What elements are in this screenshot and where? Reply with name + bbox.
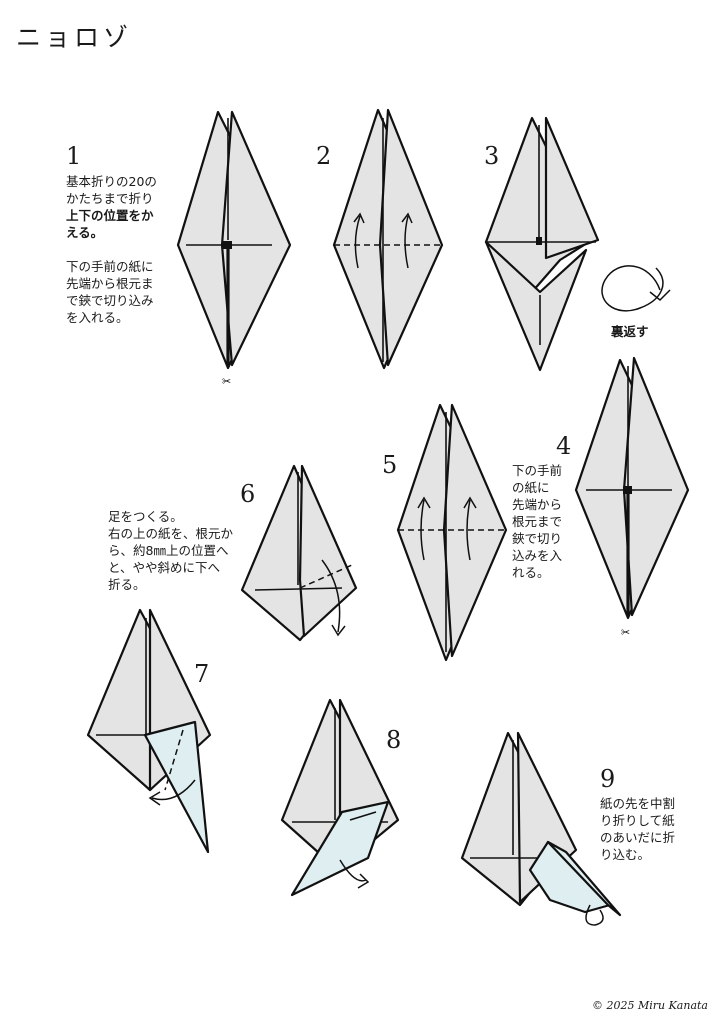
step4-line: 根元まで (512, 514, 563, 529)
step4-line: 下の手前 (512, 463, 563, 478)
step-number-7: 7 (194, 660, 210, 688)
step2-figure (332, 108, 444, 370)
svg-text:✂: ✂ (222, 375, 231, 388)
step1-instruction: 基本折りの20の かたちまで折り 上下の位置をか える。 下の手前の紙に 先端か… (66, 173, 157, 326)
step6-figure (240, 464, 358, 642)
copyright: © 2025 Miru Kanata (591, 999, 708, 1012)
step9-line: り込む。 (600, 847, 651, 862)
step7-figure (86, 608, 212, 854)
svg-text:✂: ✂ (621, 626, 630, 639)
step-number-5: 5 (382, 451, 398, 479)
step-number-1: 1 (66, 142, 82, 170)
step8-figure (280, 698, 400, 897)
step5-figure (396, 403, 508, 662)
step9-line: 紙の先を中割 (600, 796, 676, 811)
step1-line: で鋏で切り込み (66, 293, 154, 308)
step4-figure: ✂ (574, 356, 690, 639)
step-number-3: 3 (484, 142, 500, 170)
step6-line: 足をつくる。 (108, 509, 183, 524)
step6-line: と、やや斜めに下へ (108, 560, 221, 575)
step1-line: 基本折りの20の (66, 174, 157, 189)
step4-line: 込みを入 (512, 548, 563, 563)
step1-line: かたちまで折り (66, 191, 154, 206)
step1-line: 下の手前の紙に (66, 259, 154, 274)
step1-bold-line: 上下の位置をか (66, 208, 154, 223)
step9-instruction: 紙の先を中割 り折りして紙 のあいだに折 り込む。 (600, 795, 675, 863)
step4-line: 鋏で切り (512, 531, 563, 546)
step-number-6: 6 (240, 480, 256, 508)
flip-label: 裏返す (611, 324, 649, 339)
step-number-2: 2 (316, 142, 332, 170)
step6-line: 折る。 (108, 577, 146, 592)
step4-line: 先端から (512, 497, 563, 512)
flip-arrow-icon (601, 265, 671, 312)
page-title: ニョロゾ (16, 23, 133, 52)
step4-line: の紙に (512, 480, 550, 495)
step1-line: 先端から根元ま (66, 276, 154, 291)
step4-instruction: 下の手前 の紙に 先端から 根元まで 鋏で切り 込みを入 れる。 (512, 462, 562, 581)
step-number-4: 4 (556, 432, 572, 460)
step9-line: のあいだに折 (600, 830, 676, 845)
step6-instruction: 足をつくる。 右の上の紙を、根元か ら、約8㎜上の位置へ と、やや斜めに下へ 折… (108, 508, 233, 593)
step-number-8: 8 (386, 726, 402, 754)
step6-line: 右の上の紙を、根元か (108, 526, 234, 541)
step9-figure (460, 731, 622, 926)
step1-line: を入れる。 (66, 310, 129, 325)
step6-line: ら、約8㎜上の位置へ (108, 543, 229, 558)
step3-figure (484, 116, 600, 372)
step9-line: り折りして紙 (600, 813, 675, 828)
step1-bold-line: える。 (66, 225, 104, 240)
step1-figure: ✂ (176, 110, 292, 388)
step-number-9: 9 (600, 765, 616, 793)
step4-line: れる。 (512, 565, 550, 580)
